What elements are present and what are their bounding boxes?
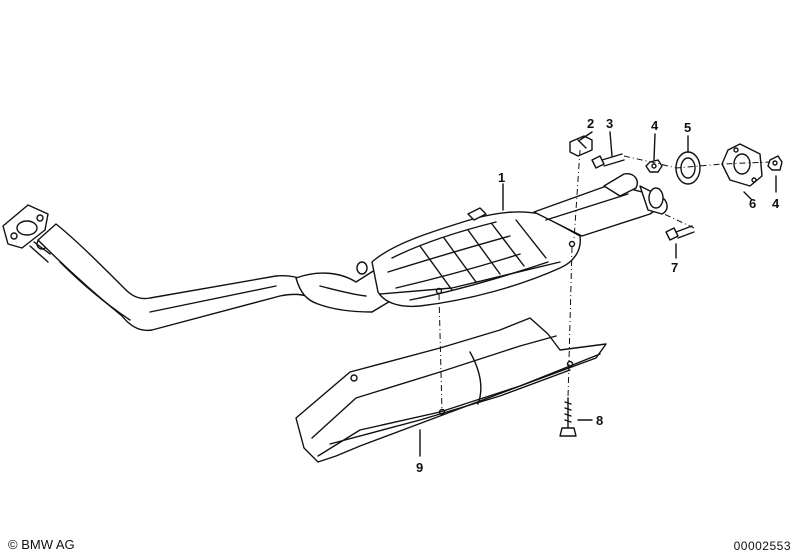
outlet-pipe — [533, 173, 668, 237]
part-label-3: 3 — [606, 116, 613, 131]
part-label-1: 1 — [498, 170, 505, 185]
diagram-id: 00002553 — [733, 539, 791, 553]
clamp-part-2 — [569, 135, 593, 157]
heat-shield — [295, 317, 607, 463]
front-pipe — [37, 223, 333, 332]
part-label-2: 2 — [587, 116, 594, 131]
part-label-4-right: 4 — [772, 196, 780, 211]
part-label-8: 8 — [596, 413, 603, 428]
part-label-4-left: 4 — [651, 118, 659, 133]
part-label-5: 5 — [684, 120, 691, 135]
bolt-part-7 — [665, 225, 695, 241]
front-flange — [2, 204, 51, 263]
assembly-lines — [438, 149, 771, 413]
part-labels: 1 2 3 4 5 6 4 7 8 9 — [416, 116, 780, 475]
part-label-6: 6 — [749, 196, 756, 211]
leader-lines — [419, 131, 777, 457]
bolt-part-3 — [591, 153, 625, 169]
part-label-7: 7 — [671, 260, 678, 275]
nut-part-4-right — [767, 155, 783, 171]
copyright-text: © BMW AG — [8, 537, 75, 552]
flange-gasket-part-6 — [721, 143, 763, 187]
catalytic-converter — [371, 207, 581, 308]
screw-part-8 — [559, 397, 577, 437]
nut-part-4-left — [645, 159, 663, 173]
intermediate-pipe — [295, 261, 393, 313]
part-label-9: 9 — [416, 460, 423, 475]
